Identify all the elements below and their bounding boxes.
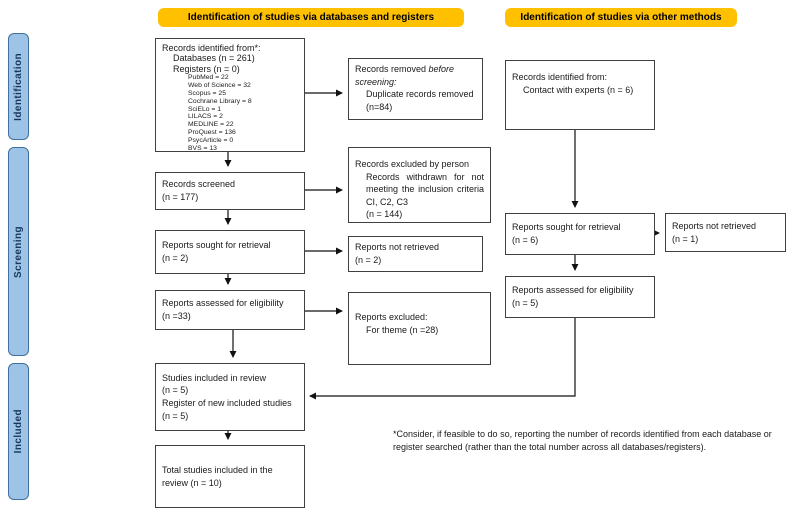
footnote: *Consider, if feasible to do so, reporti… xyxy=(393,429,772,453)
box-total-studies: Total studies included in the review (n … xyxy=(155,445,305,508)
box-reports-not-retrieved-other: Reports not retrieved (n = 1) xyxy=(665,213,786,252)
reports-assessed-other-count: (n = 5) xyxy=(512,298,539,308)
reports-assessed-other-label: Reports assessed for eligibility xyxy=(512,285,634,296)
box-reports-assessed-other: Reports assessed for eligibility (n = 5) xyxy=(505,276,655,318)
records-identified-other-detail: Contact with experts (n = 6) xyxy=(523,84,634,95)
source-item: LILACS = 2 xyxy=(188,113,223,121)
reports-excluded-detail: For theme (n =28) xyxy=(366,324,439,335)
reports-not-retrieved-label: Reports not retrieved xyxy=(355,242,440,253)
records-excluded-detail: Records withdrawn for not meeting the in… xyxy=(366,171,484,207)
reports-excluded-title: Reports excluded: xyxy=(355,312,428,322)
records-identified-registers: Registers (n = 0) xyxy=(173,63,240,74)
box-records-identified-other: Records identified from: Contact with ex… xyxy=(505,60,655,130)
studies-included-count1: (n = 5) xyxy=(162,385,189,396)
studies-included-line1: Studies included in review xyxy=(162,372,267,383)
source-item: PsycArticle = 0 xyxy=(188,137,234,145)
source-item: Cochrane Library = 8 xyxy=(188,97,252,105)
phase-included: Included xyxy=(8,363,29,500)
reports-sought-label: Reports sought for retrieval xyxy=(162,240,271,251)
studies-included-count2: (n = 5) xyxy=(162,410,189,421)
reports-sought-other-count: (n = 6) xyxy=(512,235,539,245)
box-reports-not-retrieved: Reports not retrieved (n = 2) xyxy=(348,236,483,272)
box-records-excluded: Records excluded by person Records withd… xyxy=(348,147,491,223)
phase-identification-label: Identification xyxy=(13,52,24,121)
records-removed-count: (n=84) xyxy=(366,101,393,112)
box-reports-sought: Reports sought for retrieval (n = 2) xyxy=(155,230,305,274)
records-removed-title: Records removed before screening: xyxy=(355,64,455,87)
total-studies-label: Total studies included in the review (n … xyxy=(162,464,273,488)
records-screened-label: Records screened xyxy=(162,179,236,190)
box-reports-excluded: Reports excluded: For theme (n =28) xyxy=(348,292,491,365)
reports-not-retrieved-other-label: Reports not retrieved xyxy=(672,220,757,231)
records-identified-other-title: Records identified from: xyxy=(512,72,608,82)
records-excluded-title: Records excluded by person xyxy=(355,159,470,169)
reports-not-retrieved-other-count: (n = 1) xyxy=(672,233,699,244)
reports-assessed-count: (n =33) xyxy=(162,311,191,321)
box-records-identified: Records identified from*: Databases (n =… xyxy=(155,38,305,152)
reports-not-retrieved-count: (n = 2) xyxy=(355,255,382,265)
source-item: ProQuest = 136 xyxy=(188,129,236,137)
records-removed-detail: Duplicate records removed xyxy=(366,89,474,100)
source-item: MEDLINE = 22 xyxy=(188,121,234,129)
records-excluded-count: (n = 144) xyxy=(366,209,403,220)
phase-included-label: Included xyxy=(13,409,24,454)
records-identified-databases: Databases (n = 261) xyxy=(173,53,255,64)
source-item: PubMed = 22 xyxy=(188,74,229,82)
arrow-other-assessed-to-included xyxy=(309,318,576,400)
source-item: Web of Science = 32 xyxy=(188,81,251,89)
reports-sought-other-label: Reports sought for retrieval xyxy=(512,222,621,233)
phase-screening-label: Screening xyxy=(13,225,24,278)
box-studies-included: Studies included in review (n = 5) Regis… xyxy=(155,363,305,431)
database-source-list: PubMed = 22 Web of Science = 32 Scopus =… xyxy=(188,74,298,153)
studies-included-line2: Register of new included studies xyxy=(162,398,292,408)
source-item: BVS = 13 xyxy=(188,144,217,152)
reports-sought-count: (n = 2) xyxy=(162,253,189,263)
header-databases-registers: Identification of studies via databases … xyxy=(158,8,464,27)
reports-assessed-label: Reports assessed for eligibility xyxy=(162,298,284,309)
phase-identification: Identification xyxy=(8,33,29,140)
box-reports-assessed: Reports assessed for eligibility (n =33) xyxy=(155,290,305,330)
header-other-methods: Identification of studies via other meth… xyxy=(505,8,737,27)
box-records-screened: Records screened (n = 177) xyxy=(155,172,305,210)
records-identified-title: Records identified from*: xyxy=(162,43,261,53)
source-item: Scopus = 25 xyxy=(188,89,226,97)
phase-screening: Screening xyxy=(8,147,29,356)
box-records-removed: Records removed before screening: Duplic… xyxy=(348,58,483,120)
box-reports-sought-other: Reports sought for retrieval (n = 6) xyxy=(505,213,655,255)
source-item: SciELo = 1 xyxy=(188,105,222,113)
records-screened-count: (n = 177) xyxy=(162,192,199,202)
